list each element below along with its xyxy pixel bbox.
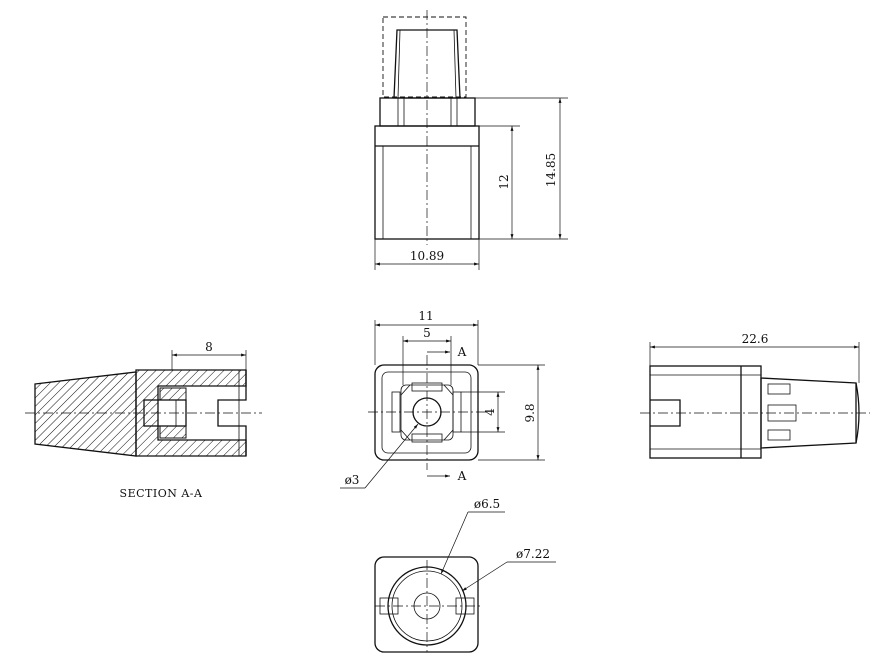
top-outer-square (374, 364, 479, 461)
bottom-outer-square (374, 556, 479, 653)
dim-top-slot: 4 (483, 408, 497, 416)
dim-top-inner: 5 (423, 326, 431, 340)
flange (379, 97, 476, 127)
cap-phantom-outline (382, 16, 467, 98)
dim-side-length: 22.6 (742, 332, 769, 346)
dim-top-bore: ø3 (345, 473, 360, 487)
section-taper-hatched (34, 371, 137, 457)
front-view: 12 14.85 10.89 (374, 10, 568, 270)
dim-top-outer: 11 (418, 309, 433, 323)
dim-bottom-inner: ø6.5 (474, 497, 500, 511)
side-view: 22.6 (640, 332, 870, 459)
dim-bottom-outer: ø7.22 (516, 547, 550, 561)
dim-total-height: 14.85 (544, 153, 558, 187)
section-marker-bottom: A (457, 469, 467, 483)
top-view: A A 11 5 9.8 4 ø3 (340, 309, 545, 489)
dim-section-depth: 8 (205, 340, 213, 354)
dim-body-height: 12 (497, 174, 511, 189)
dim-top-height: 9.8 (523, 403, 537, 422)
section-view: 8 SECTION A-A (25, 340, 262, 500)
section-caption: SECTION A-A (120, 487, 203, 500)
section-marker-top: A (457, 345, 467, 359)
dim-front-width: 10.89 (410, 249, 444, 263)
bottom-view: ø6.5 ø7.22 (374, 497, 556, 653)
side-body (649, 365, 762, 459)
